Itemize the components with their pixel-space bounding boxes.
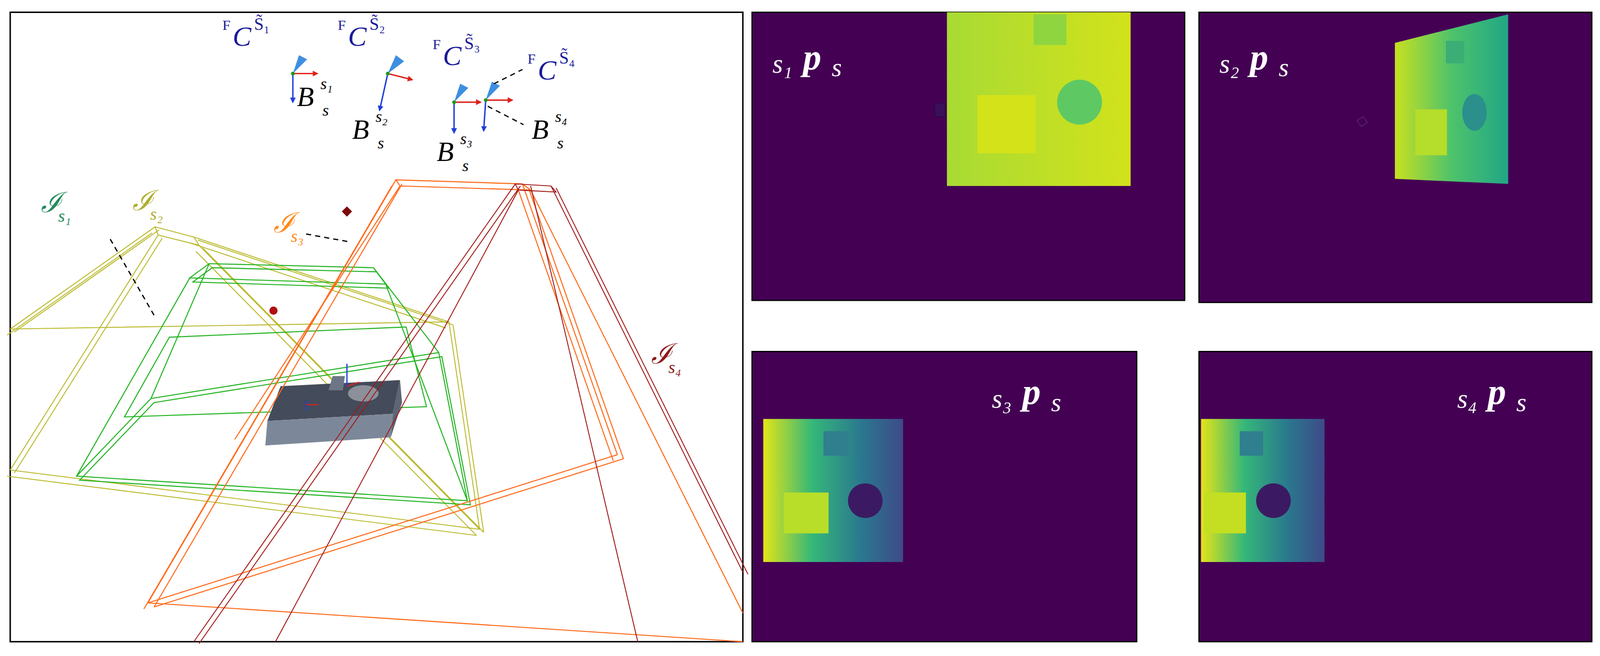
frame-subscript: s <box>377 134 384 152</box>
depth-subscript: s <box>831 54 842 81</box>
frustum-s4 <box>194 183 748 644</box>
frame-superscript: S̃₃ <box>464 34 481 53</box>
depth-symbol: p <box>1022 372 1041 410</box>
frustum-s1 <box>76 263 471 505</box>
frame-superscript: s₃ <box>459 130 473 147</box>
point-marker <box>269 306 278 315</box>
frustum-s3 <box>144 179 744 642</box>
depth-subscript: s <box>1278 54 1289 81</box>
frame-symbol: B <box>297 82 315 111</box>
frame-symbol: B <box>352 115 369 144</box>
frame-superscript: F <box>337 17 346 33</box>
depth-symbol: p <box>1249 38 1269 76</box>
frame-symbol: C <box>347 22 367 51</box>
frame-symbol: B <box>436 137 454 166</box>
depth-symbol: p <box>1487 372 1507 410</box>
frustum-subscript: s₃ <box>290 227 304 245</box>
depth-label: s₂ <box>1219 50 1240 78</box>
depth-label: s₁ <box>772 50 793 78</box>
frame-subscript: s <box>322 102 329 119</box>
camera-frame <box>290 54 512 133</box>
depth-label: s₄ <box>1456 384 1477 412</box>
frame-superscript: S̃₄ <box>559 49 576 67</box>
frame-symbol: C <box>537 56 557 85</box>
depth-panel <box>1198 351 1592 642</box>
depth-panel <box>751 12 1185 301</box>
depth-label: s₃ <box>991 384 1012 412</box>
frame-superscript: F <box>222 17 231 33</box>
frustum-subscript: s₁ <box>58 207 72 225</box>
depth-panel <box>751 351 1137 642</box>
point-marker <box>341 206 353 217</box>
depth-subscript: s <box>1050 389 1062 416</box>
frame-symbol: C <box>442 41 462 70</box>
frustum-subscript: s₂ <box>149 205 163 223</box>
frame-superscript: F <box>432 37 441 52</box>
frame-superscript: s₂ <box>375 108 388 125</box>
depth-subscript: s <box>1516 389 1527 416</box>
frame-superscript: S̃₁ <box>254 15 271 33</box>
frame-superscript: F <box>527 51 536 66</box>
frame-symbol: C <box>232 22 252 51</box>
depth-panel <box>1198 12 1592 302</box>
frame-symbol: B <box>531 115 549 144</box>
object-part <box>265 363 403 446</box>
leader-line <box>110 69 524 319</box>
depth-symbol: p <box>802 38 822 76</box>
frame-superscript: s₁ <box>320 75 333 92</box>
frame-subscript: s <box>462 157 469 174</box>
scene-panel <box>10 12 743 642</box>
frame-subscript: s <box>557 134 564 152</box>
frame-superscript: s₄ <box>555 108 568 125</box>
frustum-s2 <box>7 226 484 536</box>
frame-superscript: S̃₂ <box>369 15 386 33</box>
frustum-subscript: s₄ <box>668 358 682 376</box>
